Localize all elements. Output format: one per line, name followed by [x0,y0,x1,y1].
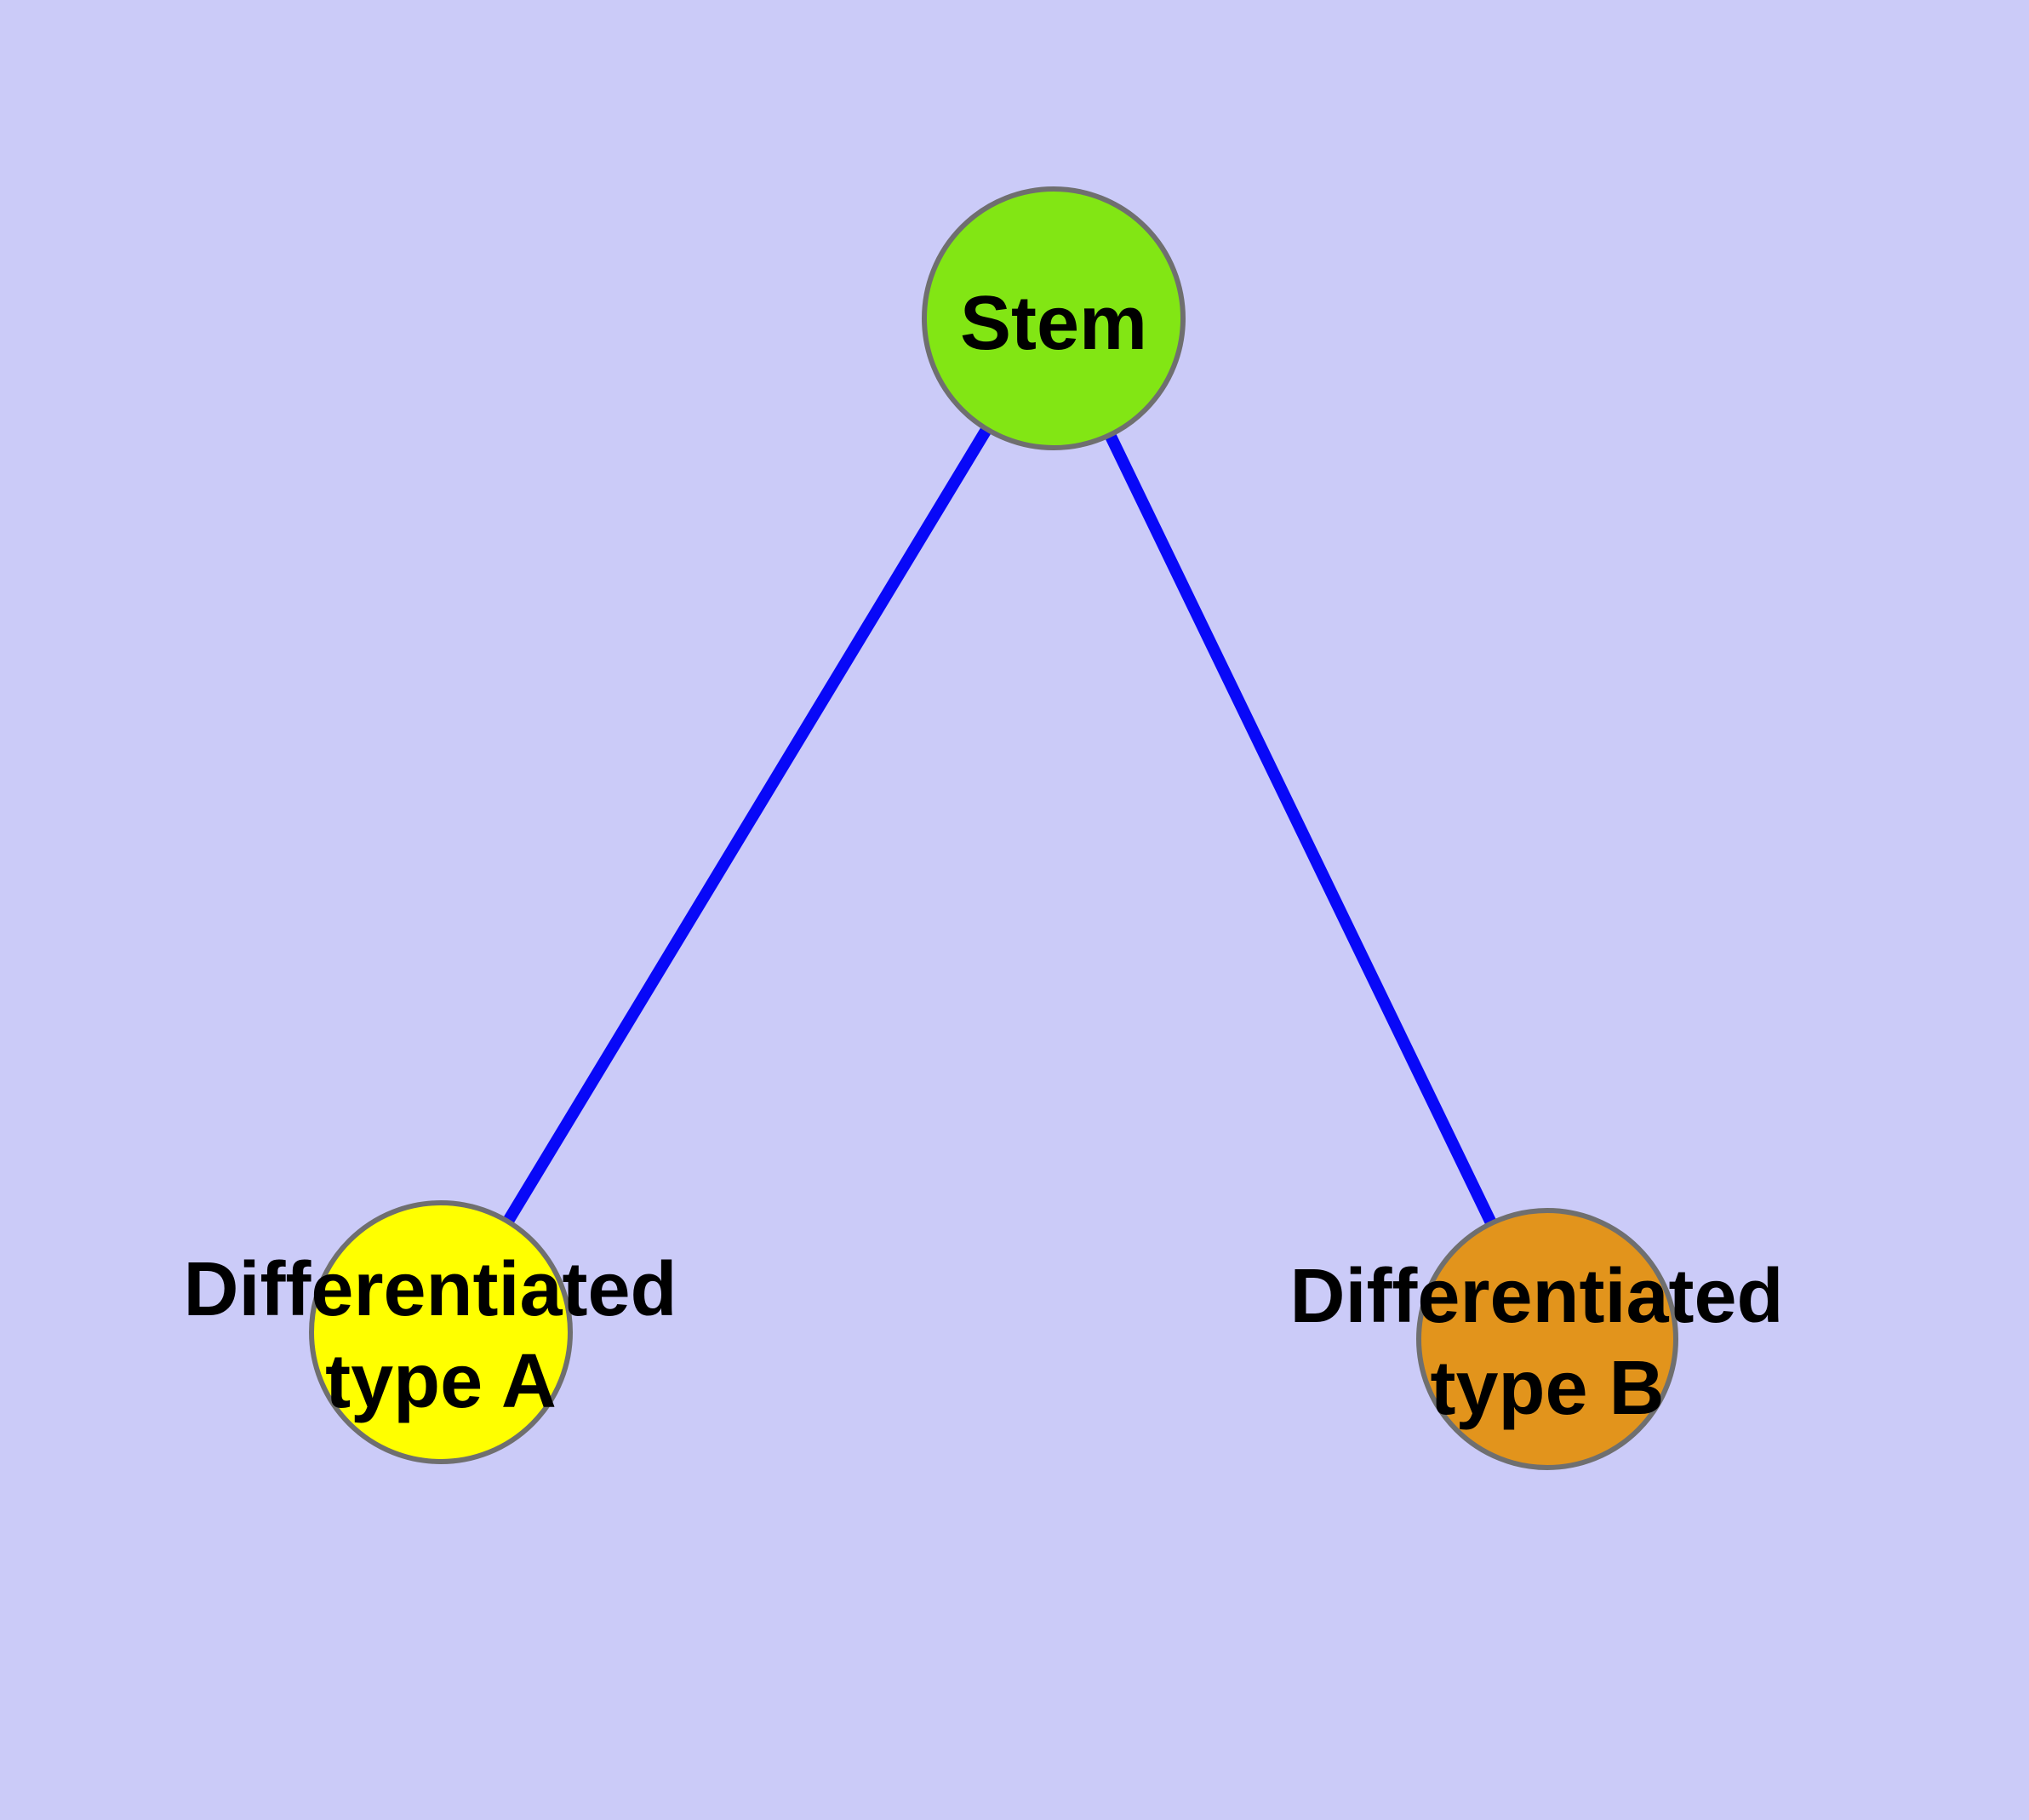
node-differentiated-type-a [309,1200,573,1464]
node-differentiated-type-b [1416,1208,1678,1470]
node-stem [922,186,1186,450]
node-differentiated-type-b-label-line2: type B [1430,1346,1664,1431]
edge-stem-to-type-b [1048,315,1553,1342]
node-differentiated-type-a-label-line2: type A [325,1339,557,1424]
node-differentiated-type-a-label-line1: Differentiated [183,1247,677,1332]
node-differentiated-type-b-label: Differentiated type B [1289,1254,1804,1431]
node-differentiated-type-a-label: Differentiated type A [183,1247,698,1424]
node-stem-label: Stem [960,281,1147,366]
node-differentiated-type-b-label-line1: Differentiated [1289,1254,1783,1339]
edge-stem-to-type-a [436,315,1059,1336]
